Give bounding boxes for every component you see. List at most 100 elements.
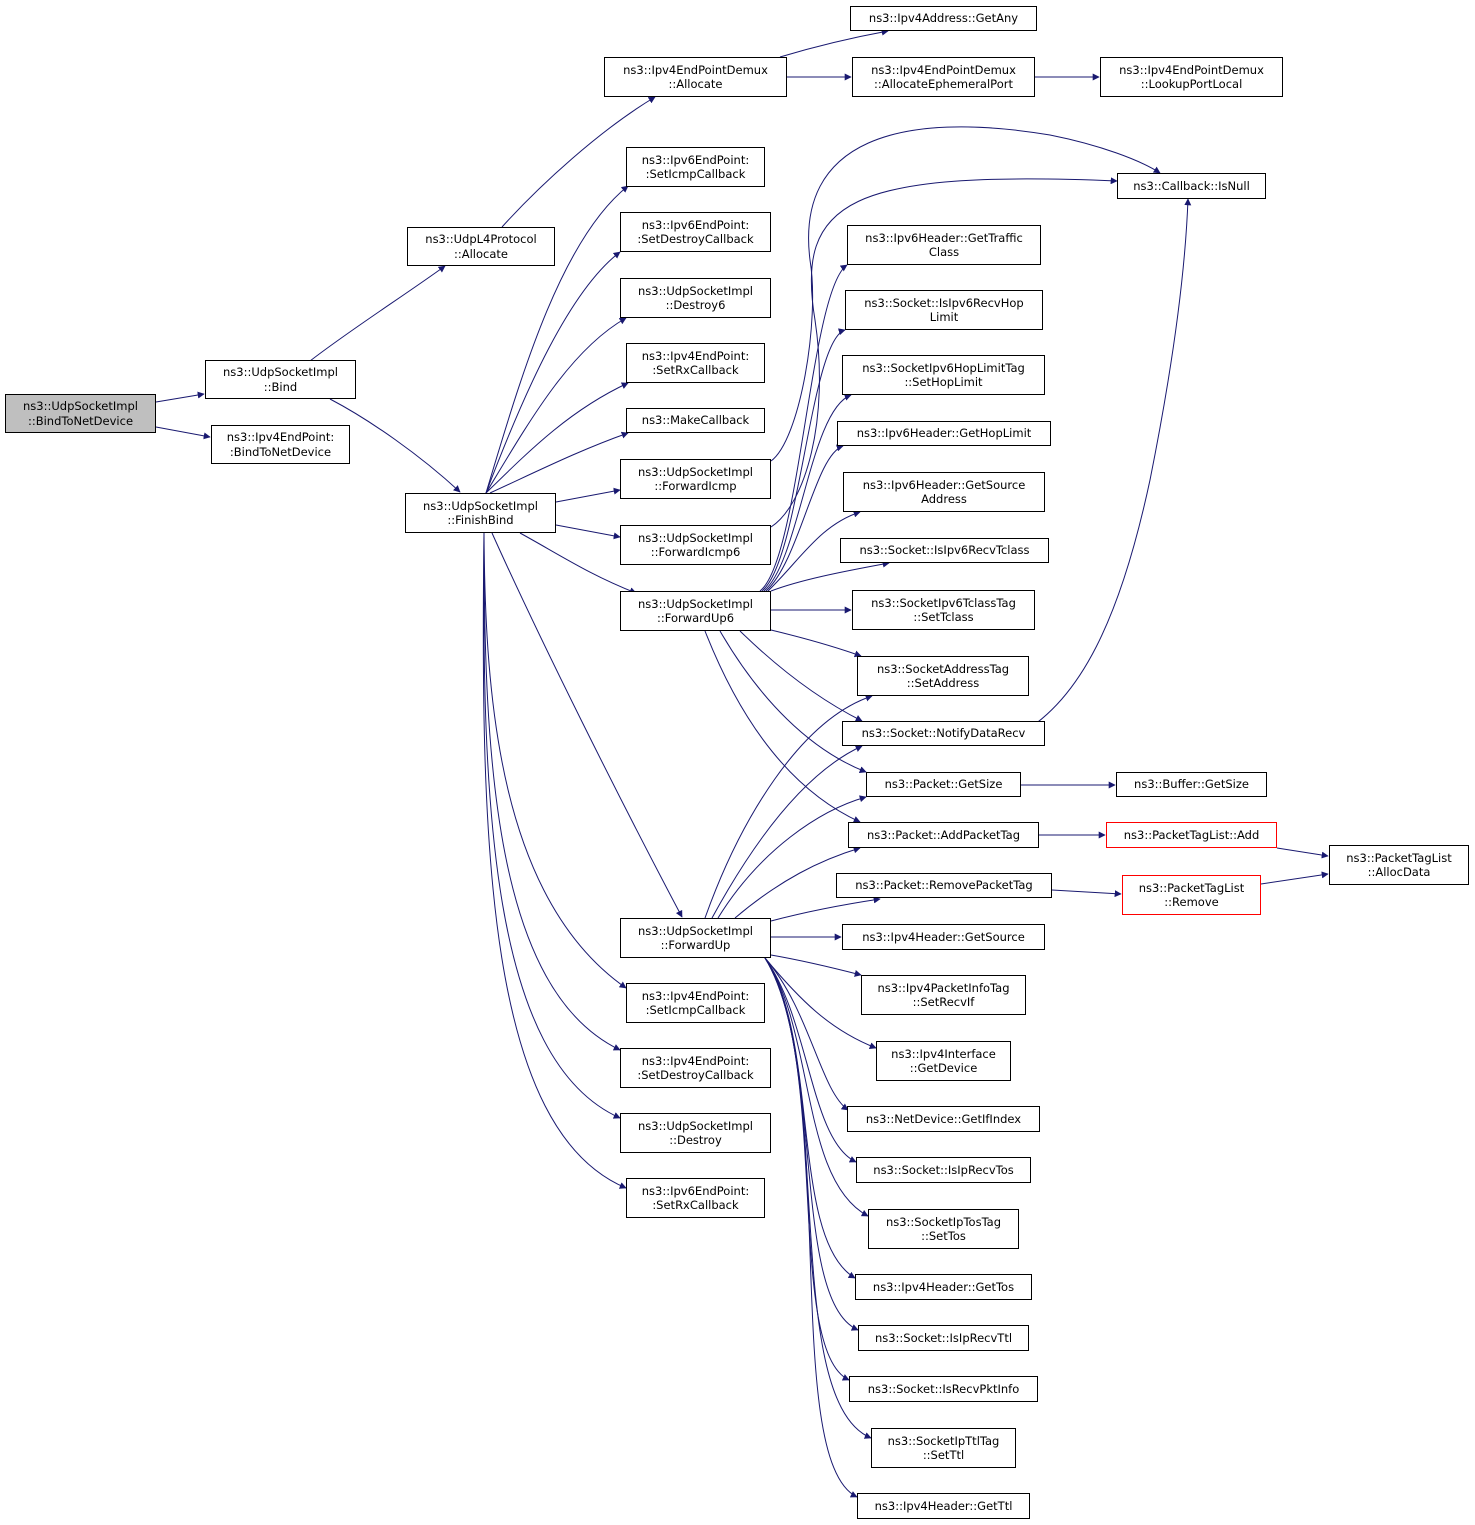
node-label: :SetRxCallback [652,363,739,377]
node-label: ns3::SocketIpv6TclassTag [871,595,1016,610]
edge-fu6-isipv6recvtclass [770,560,890,592]
node-label: ns3::Socket::IsIpv6RecvHop [864,295,1024,310]
node-ipv4if-getdevice[interactable]: ns3::Ipv4Interface ::GetDevice [876,1041,1011,1081]
edge-fb-destroy [483,532,621,1119]
node-label: ns3::Ipv4Interface [891,1046,996,1061]
node-label: ::SetTclass [913,610,974,624]
edge-fu-getttl [764,957,858,1498]
node-ep6-setrx[interactable]: ns3::Ipv6EndPoint: :SetRxCallback [626,1178,765,1218]
node-packet-removetag[interactable]: ns3::Packet::RemovePacketTag [836,873,1052,898]
node-socket-notify[interactable]: ns3::Socket::NotifyDataRecv [842,721,1045,746]
edge-fb-makecallback [489,431,629,494]
node-label: ns3::UdpSocketImpl [638,1118,753,1133]
node-addresstag-set[interactable]: ns3::SocketAddressTag ::SetAddress [857,656,1029,696]
node-taglist-remove[interactable]: ns3::PacketTagList ::Remove [1122,875,1261,915]
edge-fu-addtag [734,846,861,919]
node-label: ns3::Ipv6Header::GetHopLimit [856,426,1032,441]
node-ipv6h-getsource[interactable]: ns3::Ipv6Header::GetSource Address [843,472,1045,512]
node-ipv4h-gettos[interactable]: ns3::Ipv4Header::GetTos [855,1274,1032,1300]
node-label: ns3::UdpSocketImpl [23,399,138,413]
node-makecallback[interactable]: ns3::MakeCallback [626,408,765,433]
node-label: ns3::UdpSocketImpl [223,365,338,379]
node-label: ns3::Ipv4PacketInfoTag [877,980,1010,995]
node-taglist-add[interactable]: ns3::PacketTagList::Add [1106,822,1277,848]
node-socket-isipv6recvhop[interactable]: ns3::Socket::IsIpv6RecvHop Limit [845,290,1043,330]
node-label: ::SetAddress [906,676,980,690]
node-ipv6h-gethoplimit[interactable]: ns3::Ipv6Header::GetHopLimit [837,421,1051,446]
node-label: ::SetRecvIf [912,995,975,1009]
node-socket-isrecvpktinfo[interactable]: ns3::Socket::IsRecvPktInfo [849,1376,1038,1402]
node-label: ns3::Ipv4EndPoint: [641,1053,750,1068]
node-label: ::SetHopLimit [904,375,983,389]
node-label: :SetIcmpCallback [645,1003,746,1017]
edge-fb-ep4setrx [485,382,629,494]
node-label: :BindToNetDevice [229,444,332,459]
node-socket-isiprecvttl[interactable]: ns3::Socket::IsIpRecvTtl [858,1325,1029,1351]
node-label: ns3::SocketIpTtlTag [887,1433,1000,1448]
node-buffer-getsize[interactable]: ns3::Buffer::GetSize [1116,772,1267,797]
node-label: ns3::SocketIpTosTag [885,1214,1002,1229]
node-demux-lookup[interactable]: ns3::Ipv4EndPointDemux ::LookupPortLocal [1100,57,1283,97]
node-destroy6[interactable]: ns3::UdpSocketImpl ::Destroy6 [620,278,771,318]
node-ipv6h-gettraffic[interactable]: ns3::Ipv6Header::GetTraffic Class [847,225,1041,265]
edge-fu6-gettraffic [759,264,848,592]
node-ep4-seticmp[interactable]: ns3::Ipv4EndPoint: :SetIcmpCallback [626,983,765,1023]
edge-fu-addressset [704,694,873,919]
node-label: ::ForwardIcmp [654,479,737,493]
node-ipttltag-setttl[interactable]: ns3::SocketIpTtlTag ::SetTtl [871,1428,1016,1468]
node-forwardup6[interactable]: ns3::UdpSocketImpl ::ForwardUp6 [620,591,771,631]
node-tclasstag-set[interactable]: ns3::SocketIpv6TclassTag ::SetTclass [852,590,1035,630]
node-ep4-bindtonetdevice[interactable]: ns3::Ipv4EndPoint: :BindToNetDevice [211,425,350,464]
node-forwardicmp6[interactable]: ns3::UdpSocketImpl ::ForwardIcmp6 [620,525,771,565]
node-taglist-allocdata[interactable]: ns3::PacketTagList ::AllocData [1329,845,1469,885]
node-destroy[interactable]: ns3::UdpSocketImpl ::Destroy [620,1113,771,1153]
node-label: ns3::Socket::IsIpRecvTos [873,1162,1014,1177]
node-forwardup[interactable]: ns3::UdpSocketImpl ::ForwardUp [620,918,771,958]
edge-fu-setttl [764,957,872,1439]
node-label: ::SetTos [921,1229,966,1243]
node-label: ns3::UdpSocketImpl [638,596,753,611]
edge-fb-ep6seticmp [485,185,629,494]
node-ipv4h-getttl[interactable]: ns3::Ipv4Header::GetTtl [857,1493,1030,1519]
edge-fb-ep6setdestroy [485,251,621,494]
node-label: ns3::Ipv6EndPoint: [641,1183,750,1198]
node-hoplimittag-set[interactable]: ns3::SocketIpv6HopLimitTag ::SetHopLimit [842,355,1045,395]
node-label: ns3::NetDevice::GetIfIndex [865,1111,1022,1126]
node-ep4-setdestroy[interactable]: ns3::Ipv4EndPoint: :SetDestroyCallback [620,1048,771,1088]
node-label: ns3::Packet::GetSize [884,777,1003,792]
node-iptostag-settos[interactable]: ns3::SocketIpTosTag ::SetTos [868,1209,1019,1249]
node-label: ns3::Socket::IsIpv6RecvTclass [859,543,1030,558]
node-netdevice-getifindex[interactable]: ns3::NetDevice::GetIfIndex [847,1106,1040,1132]
node-packet-addtag[interactable]: ns3::Packet::AddPacketTag [848,822,1039,848]
node-label: ::FinishBind [447,513,514,527]
node-label: ns3::MakeCallback [641,413,750,428]
node-ipv4h-getsource[interactable]: ns3::Ipv4Header::GetSource [842,924,1045,950]
edge-fb-ep4seticmp [483,532,627,989]
node-label: ns3::Ipv6Header::GetTraffic [865,230,1023,245]
node-packet-getsize[interactable]: ns3::Packet::GetSize [866,772,1021,797]
node-label: ns3::Ipv4Header::GetTtl [874,1498,1013,1513]
node-demux-ephemeral[interactable]: ns3::Ipv4EndPointDemux ::AllocateEphemer… [852,57,1035,97]
node-label: ns3::Buffer::GetSize [1134,777,1249,792]
node-forwardicmp[interactable]: ns3::UdpSocketImpl ::ForwardIcmp [620,459,771,499]
edge-fu6-addtag [704,630,861,823]
node-label: ns3::UdpSocketImpl [638,283,753,298]
node-udpl4-allocate[interactable]: ns3::UdpL4Protocol ::Allocate [407,227,555,266]
node-demux-allocate[interactable]: ns3::Ipv4EndPointDemux ::Allocate [604,57,787,97]
node-ep4-setrx[interactable]: ns3::Ipv4EndPoint: :SetRxCallback [626,343,765,383]
edge-bind-udpl4 [309,265,446,362]
node-ipv4address-getany[interactable]: ns3::Ipv4Address::GetAny [850,6,1037,31]
node-bind[interactable]: ns3::UdpSocketImpl ::Bind [205,360,356,399]
node-callback-isnull[interactable]: ns3::Callback::IsNull [1117,173,1266,199]
node-label: ns3::UdpSocketImpl [638,530,753,545]
node-ep6-setdestroy[interactable]: ns3::Ipv6EndPoint: :SetDestroyCallback [620,212,771,252]
node-socket-isipv6recvtclass[interactable]: ns3::Socket::IsIpv6RecvTclass [840,538,1049,563]
node-label: ns3::PacketTagList [1138,880,1245,895]
node-bindtonetdevice[interactable]: ns3::UdpSocketImpl ::BindToNetDevice [5,394,156,433]
node-pktinfotag-setrecvif[interactable]: ns3::Ipv4PacketInfoTag ::SetRecvIf [861,975,1026,1015]
node-finishbind[interactable]: ns3::UdpSocketImpl ::FinishBind [405,493,556,533]
node-socket-isiprecvtos[interactable]: ns3::Socket::IsIpRecvTos [856,1157,1031,1183]
node-label: ns3::Ipv6EndPoint: [641,217,750,232]
node-ep6-seticmp[interactable]: ns3::Ipv6EndPoint: :SetIcmpCallback [626,147,765,187]
